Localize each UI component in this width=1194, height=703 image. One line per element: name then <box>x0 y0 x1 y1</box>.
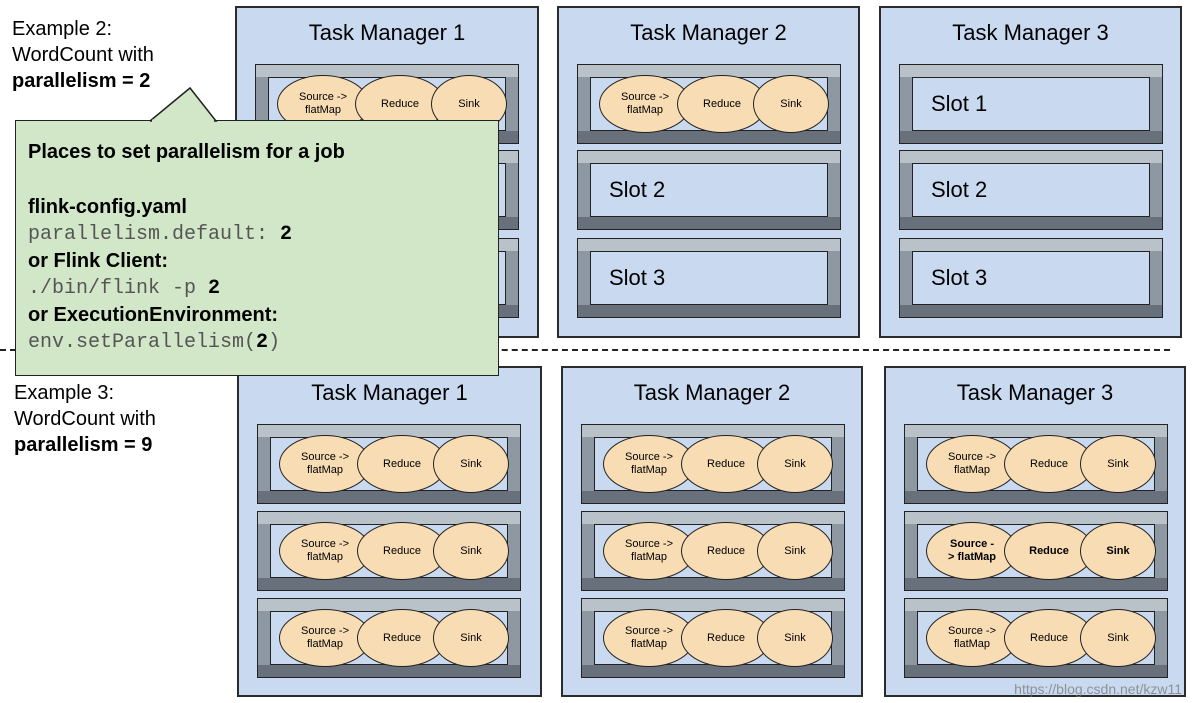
task-manager-title: Task Manager 3 <box>952 20 1109 45</box>
example-2-subtitle: WordCount with <box>12 44 154 66</box>
callout-heading: Places to set parallelism for a job <box>28 141 345 163</box>
sink-operator: Sink <box>1080 522 1156 580</box>
env-call: env.setParallelism(2) <box>28 331 281 354</box>
slot-1: Source ->flatMap Reduce Sink <box>904 424 1168 504</box>
callout-pointer <box>150 86 218 122</box>
slot-2: Source ->flatMap Reduce Sink <box>257 511 521 591</box>
source-flatmap-operator: Source ->flatMap <box>279 522 371 580</box>
slot-2: Slot 2 <box>899 150 1163 230</box>
sink-operator: Sink <box>433 522 509 580</box>
config-setting: parallelism.default: 2 <box>28 223 293 246</box>
slot-1: Source ->flatMap Reduce Sink <box>577 64 841 144</box>
sink-operator: Sink <box>757 609 833 667</box>
reduce-operator: Reduce <box>681 522 771 580</box>
source-flatmap-operator: Source ->flatMap <box>279 435 371 493</box>
example-separator-line <box>0 349 1170 351</box>
slot-3: Source ->flatMap Reduce Sink <box>581 598 845 678</box>
example-3-label: Example 3: WordCount with parallelism = … <box>14 380 156 458</box>
slot-label: Slot 2 <box>609 177 666 202</box>
watermark-text: https://blog.csdn.net/kzw11 <box>1014 681 1182 697</box>
example-3-title: Example 3: <box>14 382 115 404</box>
reduce-operator: Reduce <box>357 522 447 580</box>
top-task-manager-3: Task Manager 3 Slot 1 Slot 2 Slot 3 <box>879 6 1182 338</box>
example-2-parallelism: parallelism = 2 <box>12 70 151 92</box>
slot-3: Source ->flatMap Reduce Sink <box>257 598 521 678</box>
slot-label: Slot 3 <box>931 265 988 290</box>
client-label: or Flink Client: <box>28 250 168 272</box>
sink-operator: Sink <box>433 609 509 667</box>
reduce-operator: Reduce <box>357 435 447 493</box>
sink-operator: Sink <box>1080 609 1156 667</box>
example-3-parallelism: parallelism = 9 <box>14 434 153 456</box>
task-manager-title: Task Manager 3 <box>956 380 1114 405</box>
reduce-operator: Reduce <box>677 75 767 133</box>
sink-operator: Sink <box>757 435 833 493</box>
reduce-operator: Reduce <box>1004 522 1094 580</box>
slot-1: Source ->flatMap Reduce Sink <box>581 424 845 504</box>
config-file-label: flink-config.yaml <box>28 196 187 218</box>
reduce-operator: Reduce <box>681 609 771 667</box>
sink-operator: Sink <box>753 75 829 133</box>
task-manager-title: Task Manager 1 <box>308 20 466 45</box>
source-flatmap-operator: Source ->flatMap <box>599 75 691 133</box>
sink-operator: Sink <box>1080 435 1156 493</box>
slot-3: Slot 3 <box>577 238 841 318</box>
slot-3: Source ->flatMap Reduce Sink <box>904 598 1168 678</box>
example-2-title: Example 2: <box>12 18 113 40</box>
slot-3: Slot 3 <box>899 238 1163 318</box>
slot-label: Slot 2 <box>931 177 988 202</box>
reduce-operator: Reduce <box>1004 435 1094 493</box>
sink-operator: Sink <box>757 522 833 580</box>
slot-2: Source ->flatMap Reduce Sink <box>581 511 845 591</box>
task-manager-title: Task Manager 2 <box>633 380 791 405</box>
sink-operator: Sink <box>433 435 509 493</box>
example-3-subtitle: WordCount with <box>14 408 156 430</box>
source-flatmap-operator: Source ->flatMap <box>279 609 371 667</box>
env-label: or ExecutionEnvironment: <box>28 304 279 326</box>
bottom-task-manager-1: Task Manager 1 Source ->flatMap Reduce S… <box>237 366 542 697</box>
slot-1: Source ->flatMap Reduce Sink <box>257 424 521 504</box>
slot-2-highlighted: Source -> flatMap Reduce Sink <box>904 511 1168 591</box>
parallelism-callout: Places to set parallelism for a job flin… <box>15 120 499 376</box>
slot-label: Slot 1 <box>931 91 988 116</box>
slot-2: Slot 2 <box>577 150 841 230</box>
client-command: ./bin/flink -p 2 <box>28 277 221 300</box>
source-flatmap-operator: Source -> flatMap <box>926 522 1018 580</box>
source-flatmap-operator: Source ->flatMap <box>603 522 695 580</box>
source-flatmap-operator: Source ->flatMap <box>603 435 695 493</box>
bottom-task-manager-2: Task Manager 2 Source ->flatMap Reduce S… <box>561 366 863 697</box>
slot-label: Slot 3 <box>609 265 666 290</box>
task-manager-title: Task Manager 2 <box>630 20 787 45</box>
top-task-manager-2: Task Manager 2 Source ->flatMap Reduce S… <box>557 6 860 338</box>
slot-1: Slot 1 <box>899 64 1163 144</box>
source-flatmap-operator: Source ->flatMap <box>603 609 695 667</box>
task-manager-title: Task Manager 1 <box>311 380 468 405</box>
reduce-operator: Reduce <box>357 609 447 667</box>
bottom-task-manager-3: Task Manager 3 Source ->flatMap Reduce S… <box>884 366 1186 697</box>
example-2-label: Example 2: WordCount with parallelism = … <box>12 16 154 94</box>
source-flatmap-operator: Source ->flatMap <box>926 435 1018 493</box>
